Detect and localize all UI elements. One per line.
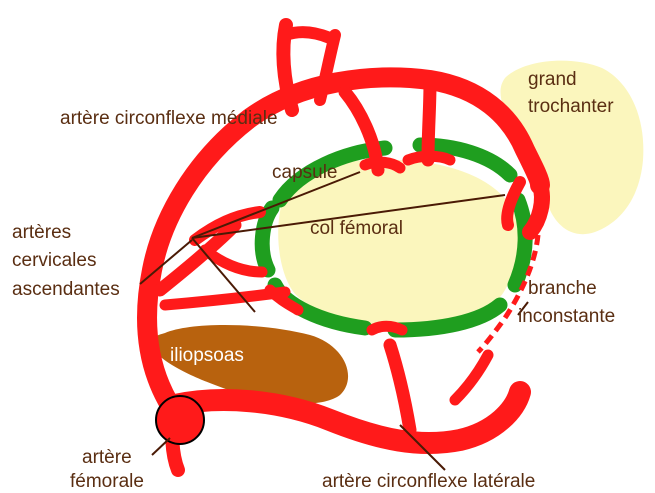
femoral-artery-circle: [156, 396, 204, 444]
label-cervical-1: artères: [12, 222, 71, 243]
label-grand-trochanter-1: grand: [528, 69, 577, 90]
label-grand-trochanter-2: trochanter: [528, 96, 614, 117]
label-femoral-1: artère: [82, 447, 132, 468]
label-iliopsoas: iliopsoas: [170, 345, 244, 366]
label-femoral-2: fémorale: [70, 471, 144, 492]
label-femoral-neck: col fémoral: [310, 218, 403, 239]
label-lateral-circumflex: artère circonflexe latérale: [322, 471, 535, 492]
label-cervical-3: ascendantes: [12, 279, 120, 300]
label-inconstant-1: branche: [528, 278, 597, 299]
label-cervical-2: cervicales: [12, 250, 96, 271]
label-inconstant-2: inconstante: [518, 306, 615, 327]
femoral-neck-shape: [278, 160, 519, 330]
label-medial-circumflex: artère circonflexe médiale: [60, 108, 278, 129]
label-capsule: capsule: [272, 162, 338, 183]
